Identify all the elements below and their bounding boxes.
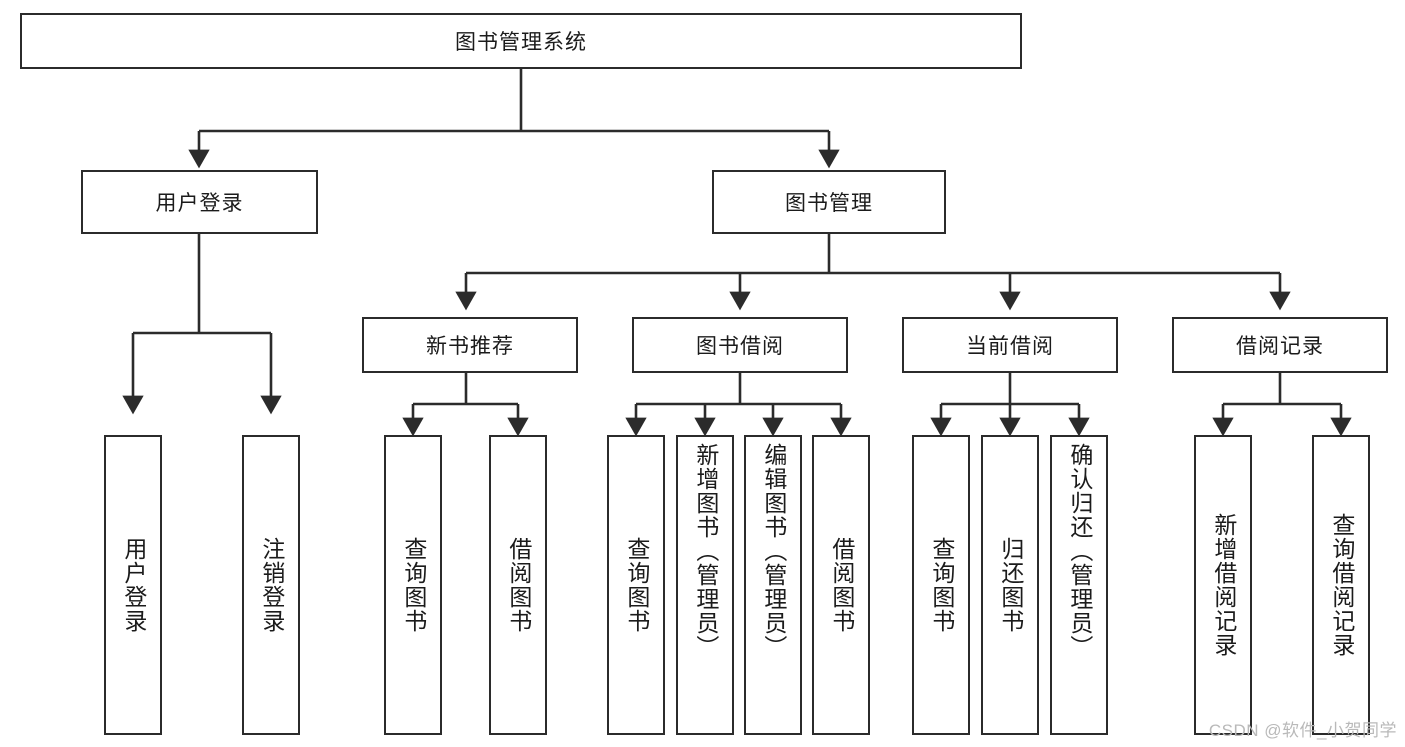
leaf-user-login-signin[interactable]: 用户登录 xyxy=(104,435,162,735)
node-book-management[interactable]: 图书管理 xyxy=(712,170,946,234)
leaf-new-book-query[interactable]: 查询图书 xyxy=(384,435,442,735)
node-label: 当前借阅 xyxy=(966,335,1054,358)
node-label: 图书借阅 xyxy=(696,335,784,358)
node-label: 用户登录 xyxy=(120,537,147,633)
leaf-current-return-book[interactable]: 归还图书 xyxy=(981,435,1039,735)
node-label: 确认归还（管理员） xyxy=(1066,443,1093,659)
node-label: 新增图书（管理员） xyxy=(692,443,719,659)
node-label: 查询借阅记录 xyxy=(1328,513,1355,657)
csdn-watermark: CSDN @软件_小贺同学 xyxy=(1208,721,1397,740)
node-current-borrow[interactable]: 当前借阅 xyxy=(902,317,1118,373)
node-root-system[interactable]: 图书管理系统 xyxy=(20,13,1022,69)
node-label: 借阅图书 xyxy=(505,537,532,633)
node-label: 用户登录 xyxy=(155,192,244,215)
leaf-current-confirm-return-admin[interactable]: 确认归还（管理员） xyxy=(1050,435,1108,735)
node-label: 查询图书 xyxy=(623,537,650,633)
node-book-borrow[interactable]: 图书借阅 xyxy=(632,317,848,373)
node-borrow-record[interactable]: 借阅记录 xyxy=(1172,317,1388,373)
leaf-current-query-book[interactable]: 查询图书 xyxy=(912,435,970,735)
node-label: 图书管理 xyxy=(785,192,873,215)
node-label: 查询图书 xyxy=(928,537,955,633)
node-label: 图书管理系统 xyxy=(455,31,587,54)
node-label: 编辑图书（管理员） xyxy=(760,443,787,659)
leaf-borrow-add-book-admin[interactable]: 新增图书（管理员） xyxy=(676,435,734,735)
node-label: 查询图书 xyxy=(400,537,427,633)
node-label: 借阅图书 xyxy=(828,537,855,633)
node-label: 归还图书 xyxy=(997,537,1024,633)
leaf-borrow-borrow-book[interactable]: 借阅图书 xyxy=(812,435,870,735)
node-label: 新书推荐 xyxy=(426,335,514,358)
node-label: 新增借阅记录 xyxy=(1210,513,1237,657)
node-new-book-recommend[interactable]: 新书推荐 xyxy=(362,317,578,373)
node-user-login[interactable]: 用户登录 xyxy=(81,170,318,234)
leaf-new-book-borrow[interactable]: 借阅图书 xyxy=(489,435,547,735)
leaf-borrow-query-book[interactable]: 查询图书 xyxy=(607,435,665,735)
leaf-user-login-logout[interactable]: 注销登录 xyxy=(242,435,300,735)
leaf-record-add-record[interactable]: 新增借阅记录 xyxy=(1194,435,1252,735)
node-label: 借阅记录 xyxy=(1236,335,1324,358)
leaf-record-query-record[interactable]: 查询借阅记录 xyxy=(1312,435,1370,735)
leaf-borrow-edit-book-admin[interactable]: 编辑图书（管理员） xyxy=(744,435,802,735)
node-label: 注销登录 xyxy=(258,537,285,633)
